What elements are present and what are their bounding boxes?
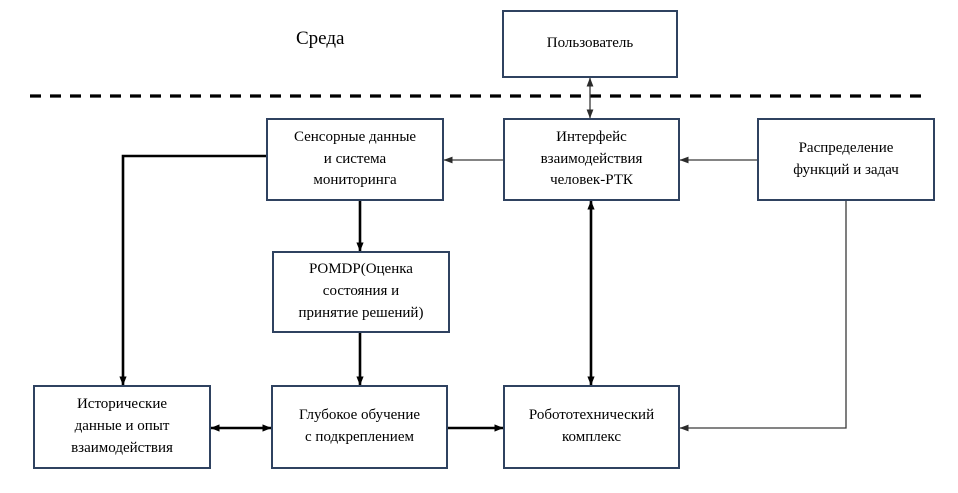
human-rtc-interface-node: Интерфейс взаимодействия человек-РТК [503,118,680,201]
deep-reinforcement-learning-node: Глубокое обучение с подкреплением [271,385,448,469]
environment-label: Среда [296,28,345,49]
pomdp-node: POMDP(Оценка состояния и принятие решени… [272,251,450,333]
historical-data-node-label: Исторические данные и опыт взаимодействи… [71,396,173,456]
robotic-complex-node: Робототехнический комплекс [503,385,680,469]
sensor-data-node-label: Сенсорные данные и система мониторинга [293,128,417,189]
historical-data-node: Исторические данные и опыт взаимодействи… [33,385,211,469]
deep-reinforcement-learning-node-label: Глубокое обучение с подкреплением [298,407,421,445]
user-node: Пользователь [502,10,678,78]
robotic-complex-node-label: Робототехнический комплекс [528,407,655,445]
pomdp-node-label: POMDP(Оценка состояния и принятие решени… [298,261,424,321]
edge-allocation-robot [679,201,847,432]
edge-sensors-history [119,154,266,386]
user-node-label: Пользователь [546,35,634,52]
function-task-allocation-node: Распределение функций и задач [757,118,935,201]
function-task-allocation-node-label: Распределение функций и задач [793,139,899,178]
sensor-data-node: Сенсорные данные и система мониторинга [266,118,444,201]
human-rtc-interface-node-label: Интерфейс взаимодействия человек-РТК [540,128,643,189]
